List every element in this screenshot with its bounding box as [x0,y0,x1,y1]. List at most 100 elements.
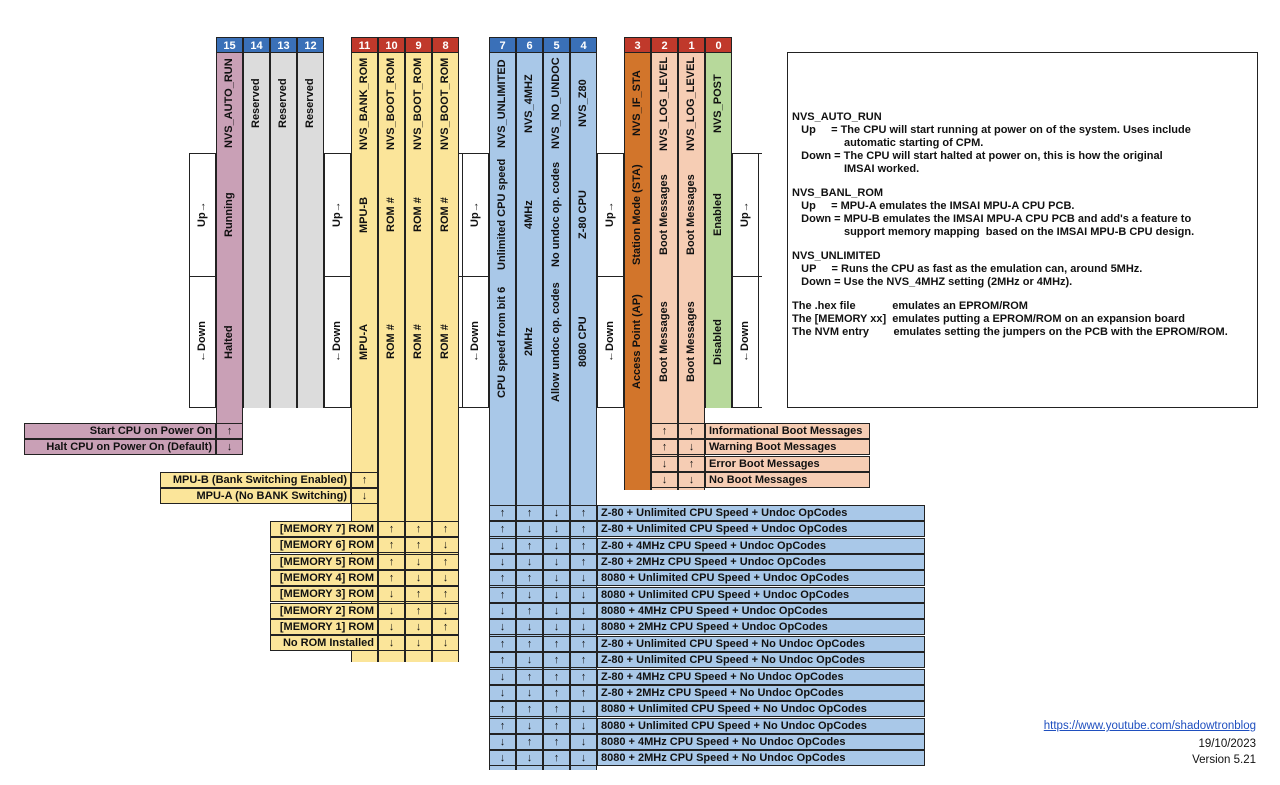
bit-4-down-value: 8080 CPU [577,316,589,368]
rom-row-3-cell-1: ↓ [405,570,432,587]
bit-4-number: 4 [570,37,597,53]
bit-3-number: 3 [624,37,651,53]
cpu-row-7-label: 8080 + 2MHz CPU Speed + Undoc OpCodes [597,619,925,636]
bit-7-up-value: Unlimited CPU speed [496,158,508,271]
autorun-row-1-label: Halt CPU on Power On (Default) [24,439,216,456]
bit-2-column [651,53,678,490]
rom-row-1-label: [MEMORY 6] ROM [270,537,378,554]
cpu-row-8-cell-3: ↑ [570,635,597,652]
footer-url[interactable]: https://www.youtube.com/shadowtronblog [1044,720,1256,732]
spacer-e-up-label: Up→ [739,201,751,228]
bit-10-up-value: ROM # [385,197,397,232]
cpu-row-4-cell-2: ↓ [543,570,570,587]
cpu-row-15-cell-1: ↓ [516,750,543,767]
bit-0-down-value: Disabled [712,319,724,365]
cpu-row-4-label: 8080 + Unlimited CPU Speed + Undoc OpCod… [597,570,925,587]
footer-date: 19/10/2023 [1198,738,1256,750]
cpu-row-0-cell-2: ↓ [543,505,570,521]
bit-14-up-value [243,156,270,273]
bit-7-down-value: CPU speed from bit 6 [496,286,508,398]
youtube-link[interactable]: https://www.youtube.com/shadowtronblog [1043,720,1256,732]
cpu-row-14-cell-3: ↓ [570,733,597,750]
bit-8-down-value: ROM # [439,324,451,360]
note-hex: The .hex file emulates an EPROM/ROM [792,300,1028,312]
bit-12-column [297,53,324,408]
frame-mid-line [189,276,762,277]
rom-row-2-cell-0: ↑ [378,553,405,570]
cpu-row-7-cell-3: ↓ [570,619,597,636]
bit-5-number: 5 [543,37,570,53]
cpu-row-14-cell-1: ↑ [516,733,543,750]
cpu-row-13-cell-2: ↑ [543,717,570,734]
rom-row-3-cell-0: ↑ [378,570,405,587]
bit-11-name: NVS_BANK_ROM [358,57,370,150]
rom-row-5-cell-0: ↓ [378,602,405,619]
bit-4-up-value: Z-80 CPU [577,190,589,239]
cpu-row-7-cell-1: ↓ [516,619,543,636]
note-autorun-down2: IMSAI worked. [792,163,920,175]
note-autorun-down: Down = The CPU will start halted at powe… [792,150,1163,162]
cpu-row-9-cell-1: ↓ [516,652,543,669]
cpu-row-3-label: Z-80 + 2MHz CPU Speed + Undoc OpCodes [597,554,925,571]
cpu-row-15-cell-2: ↑ [543,750,570,767]
cpu-row-3-cell-2: ↓ [543,554,570,571]
bank-row-1-label: MPU-A (No BANK Switching) [160,488,351,505]
rom-row-6-cell-1: ↓ [405,619,432,636]
rom-row-7-cell-2: ↓ [432,635,459,652]
rom-row-4-label: [MEMORY 3] ROM [270,586,378,603]
cpu-row-4-cell-3: ↓ [570,570,597,587]
bit-3-up-value: Station Mode (STA) [631,164,643,265]
cpu-row-11-cell-1: ↓ [516,684,543,701]
cpu-row-8-cell-2: ↑ [543,635,570,652]
bit-14-down-value [243,280,270,404]
spacer-c-up-label: Up→ [469,201,481,228]
rom-row-6-cell-0: ↓ [378,619,405,636]
cpu-row-6-cell-3: ↓ [570,603,597,620]
cpu-row-1-cell-1: ↓ [516,521,543,538]
note-bank-up: Up = MPU-A emulates the IMSAI MPU-A CPU … [792,200,1075,212]
cpu-row-12-cell-1: ↑ [516,701,543,718]
bit-5-up-value: No undoc op. codes [550,161,562,268]
bit-15-down-value: Halted [223,325,235,359]
log-row-2-cell-1: ↑ [678,455,705,472]
bit-3-column [624,53,651,490]
cpu-row-15-label: 8080 + 2MHz CPU Speed + No Undoc OpCodes [597,750,925,767]
spacer-c-column [462,153,489,408]
bit-12-name: Reserved [304,78,316,129]
bit-13-up-value [270,156,297,273]
cpu-row-2-cell-1: ↑ [516,537,543,554]
bit-14-number: 14 [243,37,270,53]
note-autorun-up2: automatic starting of CPM. [792,137,984,149]
cpu-row-7-cell-2: ↓ [543,619,570,636]
note-unlimited-up: UP = Runs the CPU as fast as the emulati… [792,263,1143,275]
bit-0-up-value: Enabled [712,193,724,236]
spacer-d-column [597,153,624,408]
note-unlimited-title: NVS_UNLIMITED [792,250,881,262]
notes-box: NVS_AUTO_RUN Up = The CPU will start run… [787,52,1258,408]
rom-row-7-label: No ROM Installed [270,635,378,652]
rom-row-0-cell-0: ↑ [378,521,405,537]
note-bank-down2: support memory mapping based on the IMSA… [792,226,1195,238]
bit-15-up-value: Running [223,192,235,237]
cpu-row-6-cell-1: ↑ [516,603,543,620]
bit-8-name: NVS_BOOT_ROM [439,57,451,150]
log-row-2-label: Error Boot Messages [705,455,870,472]
spacer-b-up-label: Up→ [331,201,343,228]
cpu-row-10-cell-2: ↑ [543,668,570,685]
spacer-d-up-label: Up→ [604,201,616,228]
log-row-0-label: Informational Boot Messages [705,423,870,439]
cpu-row-10-cell-0: ↓ [489,668,516,685]
cpu-row-5-cell-0: ↑ [489,586,516,603]
bit-12-up-value [297,156,324,273]
bit-0-column [705,53,732,408]
bit-15-name: NVS_AUTO_RUN [223,58,235,149]
footer-version: Version 5.21 [1192,754,1256,766]
rom-row-5-cell-1: ↑ [405,602,432,619]
bit-6-name: NVS_4MHZ [523,74,535,133]
rom-row-1-cell-2: ↓ [432,537,459,554]
bit-2-number: 2 [651,37,678,53]
cpu-row-1-cell-3: ↑ [570,521,597,538]
bit-6-number: 6 [516,37,543,53]
bit-6-down-value: 2MHz [523,327,535,357]
frame-top-line [189,153,762,154]
